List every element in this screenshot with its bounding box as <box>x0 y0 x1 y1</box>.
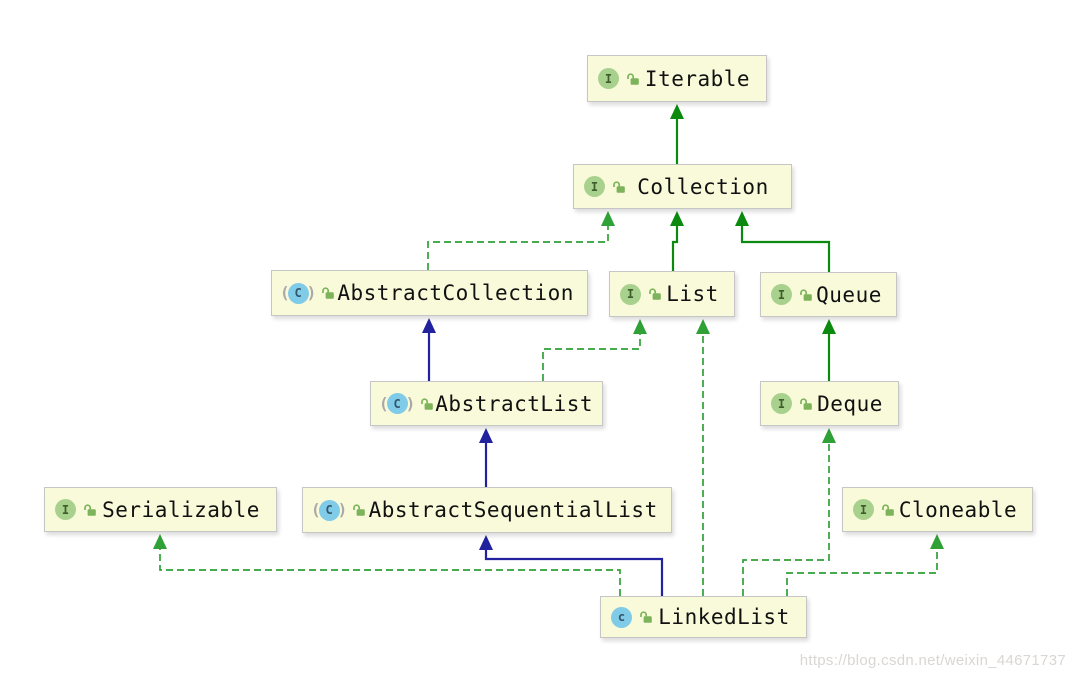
class-name-label: Serializable <box>102 497 260 522</box>
arrowhead-extends <box>422 318 436 333</box>
abstract-class-icon: (C) <box>379 393 416 414</box>
edge-abstractlist-abstractcollection <box>422 318 436 381</box>
public-unlocked-icon <box>880 502 896 518</box>
class-name-label: List <box>666 282 719 306</box>
interface-icon: I <box>853 499 874 520</box>
node-icons: I <box>620 283 663 305</box>
node-icons: I <box>771 393 814 414</box>
node-cloneable[interactable]: I Cloneable <box>842 487 1033 532</box>
node-abstractcollection[interactable]: (C) AbstractCollection <box>271 270 588 316</box>
abstract-class-icon: (C) <box>311 499 348 521</box>
interface-icon: I <box>584 176 605 197</box>
node-collection[interactable]: I Collection <box>573 164 792 209</box>
edge-linkedlist-deque <box>742 428 836 596</box>
interface-icon: I <box>771 393 792 414</box>
public-unlocked-icon <box>798 287 814 303</box>
arrowhead-implements <box>633 319 647 334</box>
edge-collection-iterable <box>670 104 684 165</box>
node-icons: I <box>598 68 641 89</box>
node-linkedlist[interactable]: c LinkedList <box>600 596 807 638</box>
public-unlocked-icon <box>419 396 435 412</box>
class-name-label: Deque <box>817 391 883 416</box>
interface-icon: I <box>771 284 792 305</box>
edge-list-collection <box>670 211 684 271</box>
public-unlocked-icon <box>351 502 367 518</box>
interface-icon: I <box>620 283 641 305</box>
class-name-label: AbstractList <box>435 391 593 416</box>
arrowhead-implements <box>822 428 836 443</box>
node-icons: I <box>584 176 627 197</box>
abstract-class-icon: (C) <box>280 282 317 304</box>
class-name-label: AbstractCollection <box>337 281 574 305</box>
node-icons: I <box>55 499 98 520</box>
watermark: https://blog.csdn.net/weixin_44671737 <box>799 652 1066 669</box>
class-name-label: AbstractSequentialList <box>368 498 658 522</box>
arrowhead-extends <box>735 211 749 226</box>
node-icons: (C) <box>379 393 435 414</box>
node-icons: (C) <box>311 499 367 521</box>
public-unlocked-icon <box>647 286 663 302</box>
arrowhead-extends <box>479 428 493 443</box>
public-unlocked-icon <box>798 396 814 412</box>
edge-linkedlist-abstractsequentiallist <box>479 535 664 596</box>
edge-abstractlist-list <box>542 319 647 381</box>
class-name-label: Cloneable <box>898 497 1018 522</box>
node-iterable[interactable]: I Iterable <box>587 55 767 102</box>
public-unlocked-icon <box>82 502 98 518</box>
interface-icon: I <box>598 68 619 89</box>
class-name-label: Queue <box>816 282 882 307</box>
arrowhead-implements <box>601 211 615 226</box>
edge-abstractcollection-collection <box>427 211 615 270</box>
edge-deque-queue <box>822 319 836 381</box>
interface-icon: I <box>55 499 76 520</box>
edge-queue-collection <box>735 211 831 272</box>
arrowhead-extends <box>479 535 493 550</box>
arrowhead-extends <box>670 211 684 226</box>
edge-linkedlist-cloneable <box>786 534 944 596</box>
edge-abstractsequentiallist-abstractlist <box>479 428 493 487</box>
arrowhead-extends <box>670 104 684 119</box>
node-queue[interactable]: I Queue <box>760 272 897 317</box>
node-deque[interactable]: I Deque <box>760 381 899 426</box>
node-icons: I <box>853 499 896 520</box>
node-icons: (C) <box>280 282 336 304</box>
node-list[interactable]: I List <box>609 271 735 317</box>
public-unlocked-icon <box>625 71 641 87</box>
arrowhead-extends <box>822 319 836 334</box>
node-serializable[interactable]: I Serializable <box>44 487 277 532</box>
class-icon: c <box>611 606 632 628</box>
node-abstractlist[interactable]: (C) AbstractList <box>370 381 603 426</box>
class-name-label: LinkedList <box>658 605 790 629</box>
public-unlocked-icon <box>638 609 654 625</box>
node-icons: I <box>771 284 814 305</box>
arrowhead-implements <box>696 319 710 334</box>
public-unlocked-icon <box>320 285 336 301</box>
node-icons: c <box>611 606 654 628</box>
node-abstractsequentiallist[interactable]: (C) AbstractSequentialList <box>302 487 672 533</box>
edge-linkedlist-list <box>696 319 710 596</box>
arrowhead-implements <box>930 534 944 549</box>
class-name-label: Collection <box>637 174 769 199</box>
public-unlocked-icon <box>611 179 627 195</box>
edge-linkedlist-serializable <box>153 534 621 596</box>
arrowhead-implements <box>153 534 167 549</box>
class-name-label: Iterable <box>644 66 751 91</box>
